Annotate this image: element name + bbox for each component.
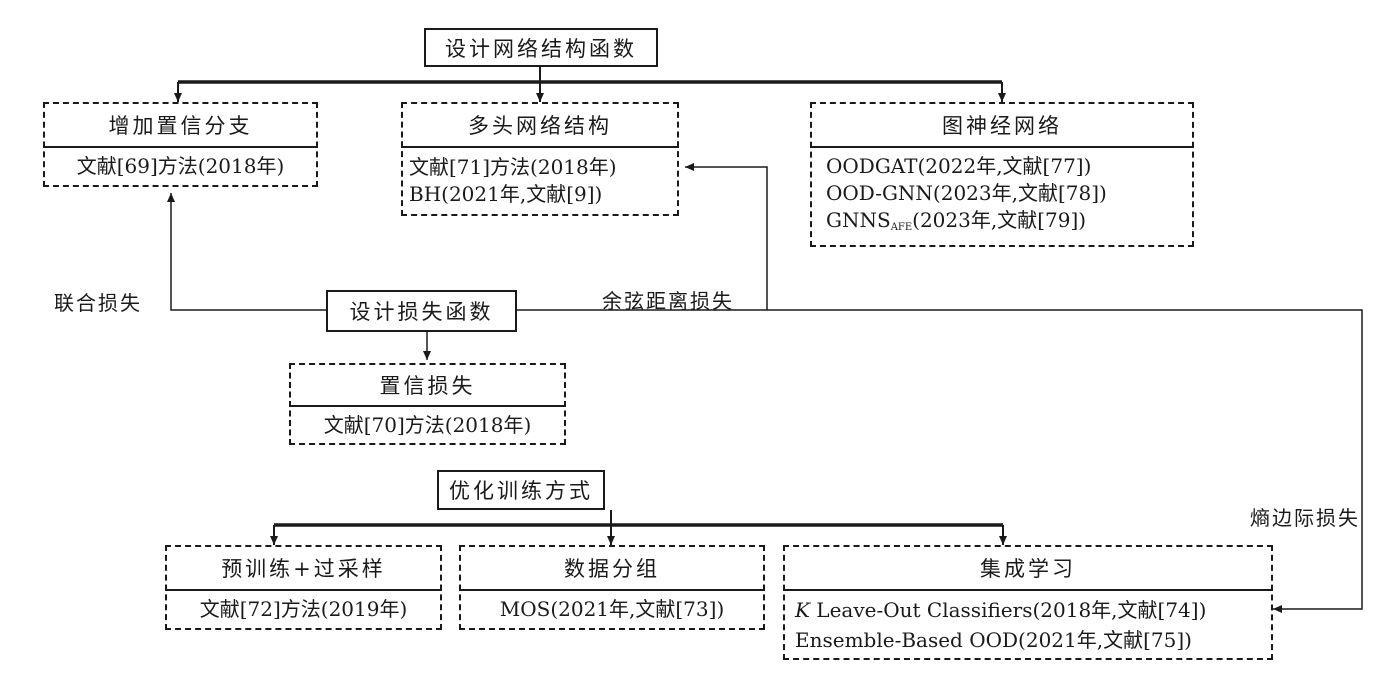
list-item: 文献[70]方法(2018年): [323, 412, 532, 437]
gnn-title: 图神经网络: [942, 114, 1062, 138]
divider: [43, 146, 318, 148]
ensemble-learning-items: K Leave-Out Classifiers(2018年,文献[74]) En…: [785, 591, 1271, 658]
list-item: MOS(2021年,文献[73]): [499, 597, 725, 621]
list-item-k-leave-out: K Leave-Out Classifiers(2018年,文献[74]): [795, 597, 1207, 622]
list-item-gnns-afe: GNNSAFE(2023年,文献[79]): [826, 207, 1087, 233]
data-grouping-box: 数据分组 MOS(2021年,文献[73]): [459, 545, 765, 630]
training-method-root: 优化训练方式: [437, 470, 605, 510]
list-item: BH(2021年,文献[9]): [409, 182, 603, 206]
cosine-loss-arrow: [685, 163, 768, 310]
loss-function-root-label: 设计损失函数: [349, 300, 494, 324]
joint-loss-arrow: [167, 193, 326, 311]
loss-function-root: 设计损失函数: [326, 290, 517, 332]
confidence-loss-box: 置信损失 文献[70]方法(2018年): [289, 363, 566, 445]
ensemble-learning-box: 集成学习 K Leave-Out Classifiers(2018年,文献[74…: [783, 545, 1273, 660]
entropy-margin-loss-label: 熵边际损失: [1250, 506, 1360, 530]
confidence-branch-title: 增加置信分支: [108, 114, 253, 138]
divider: [165, 589, 442, 591]
list-item: 文献[71]方法(2018年): [409, 155, 617, 179]
confidence-loss-title: 置信损失: [379, 374, 476, 398]
network-structure-root: 设计网络结构函数: [424, 28, 658, 67]
divider: [401, 146, 679, 148]
training-method-root-label: 优化训练方式: [449, 479, 593, 503]
pretrain-oversample-title: 预训练+过采样: [221, 557, 386, 581]
gnn-items: OODGAT(2022年,文献[77]) OOD-GNN(2023年,文献[78…: [812, 148, 1192, 245]
training-tree-connectors: [270, 510, 1007, 545]
pretrain-oversample-box: 预训练+过采样 文献[72]方法(2019年): [165, 545, 442, 630]
divider: [289, 405, 566, 407]
confidence-loss-items: 文献[70]方法(2018年): [291, 407, 564, 443]
multihead-box: 多头网络结构 文献[71]方法(2018年) BH(2021年,文献[9]): [401, 102, 679, 216]
cosine-loss-label: 余弦距离损失: [602, 289, 734, 313]
pretrain-oversample-items: 文献[72]方法(2019年): [167, 591, 440, 628]
confidence-branch-box: 增加置信分支 文献[69]方法(2018年): [43, 102, 318, 187]
network-structure-root-label: 设计网络结构函数: [445, 36, 637, 61]
list-item: 文献[69]方法(2018年): [76, 154, 285, 178]
data-grouping-items: MOS(2021年,文献[73]): [461, 591, 763, 628]
divider: [783, 589, 1273, 591]
joint-loss-label: 联合损失: [54, 291, 142, 315]
confidence-branch-items: 文献[69]方法(2018年): [45, 148, 316, 185]
data-grouping-title: 数据分组: [564, 557, 660, 581]
list-item: Ensemble-Based OOD(2021年,文献[75]): [795, 627, 1192, 652]
ensemble-learning-title: 集成学习: [980, 557, 1076, 581]
list-item: OOD-GNN(2023年,文献[78]): [826, 180, 1107, 205]
divider: [810, 146, 1194, 148]
gnn-box: 图神经网络 OODGAT(2022年,文献[77]) OOD-GNN(2023年…: [810, 102, 1194, 247]
loss-connectors: [167, 163, 1363, 613]
entropy-margin-loss-arrow: [517, 309, 1363, 613]
list-item: 文献[72]方法(2019年): [199, 597, 408, 621]
multihead-items: 文献[71]方法(2018年) BH(2021年,文献[9]): [403, 148, 677, 214]
multihead-title: 多头网络结构: [468, 114, 612, 138]
network-tree-connectors: [174, 66, 1006, 102]
list-item: OODGAT(2022年,文献[77]): [826, 153, 1092, 178]
divider: [459, 589, 765, 591]
